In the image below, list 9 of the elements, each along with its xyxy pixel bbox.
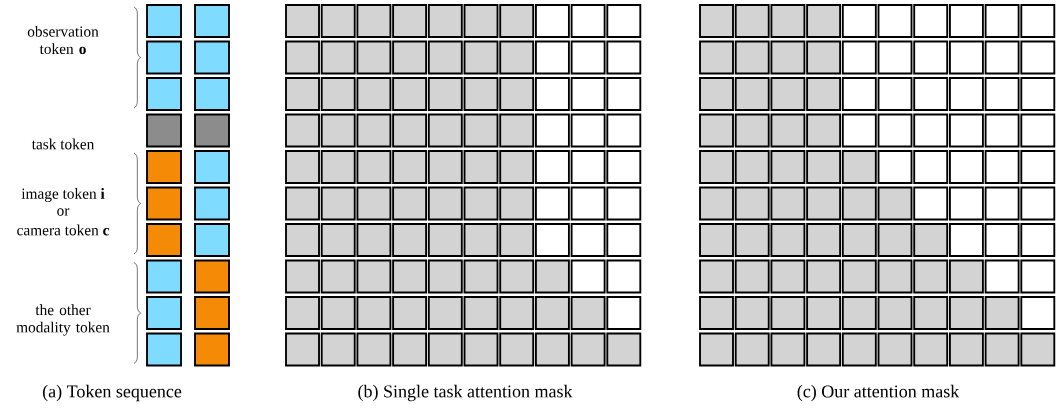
caption: (a) Token sequence [42,384,182,402]
token-label: the other modality token [16,304,110,336]
caption: (c) Our attention mask [797,384,960,402]
token-label: camera token c [17,224,109,236]
token-label: task token [31,138,95,150]
token-label: or [57,208,70,216]
caption: (b) Single task attention mask [358,384,573,402]
token-label: image token i [21,188,105,202]
token-label: observation token o [27,25,99,55]
